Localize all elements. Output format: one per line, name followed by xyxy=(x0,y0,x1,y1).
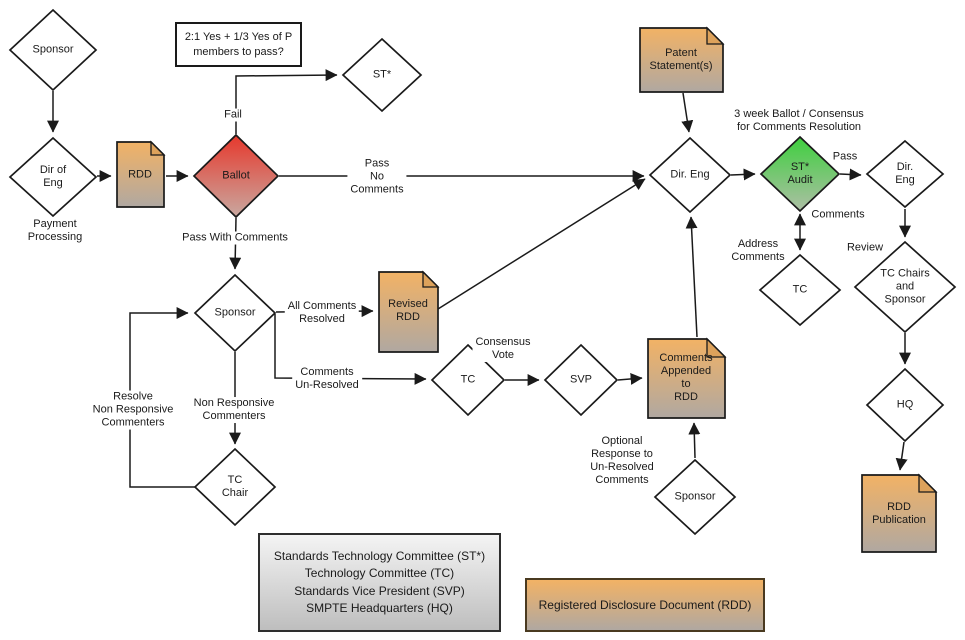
node-st-audit xyxy=(759,135,841,213)
node-dir-eng-right xyxy=(865,139,945,209)
shapes xyxy=(8,8,957,553)
doc-rdd xyxy=(116,141,165,208)
legend-roles-line: Technology Committee (TC) xyxy=(304,566,455,581)
node-st-audit-label: ST* Audit xyxy=(787,161,813,186)
arrow-revised-rdd-to-dir-eng xyxy=(437,178,646,310)
legend-roles: Standards Technology Committee (ST*) Tec… xyxy=(258,533,501,632)
arrow-st-audit-pass-to-dir-eng xyxy=(839,168,862,181)
ballot-rule-note: 2:1 Yes + 1/3 Yes of P members to pass? xyxy=(175,22,302,67)
arrow-sponsor-unresolved-to-tc xyxy=(274,314,427,385)
node-sponsor-top-label: Sponsor xyxy=(32,43,74,56)
node-tc-right-label: TC xyxy=(792,283,808,296)
node-svp-label: SVP xyxy=(569,373,593,386)
arrow-comments-appended-to-dir-eng xyxy=(685,216,698,338)
node-st xyxy=(341,37,423,113)
doc-revised-rdd-label: Revised RDD xyxy=(388,298,428,323)
node-tc-chair xyxy=(193,447,277,527)
label-resolve-non-responsive: Resolve Non Responsive Commenters xyxy=(89,390,177,430)
doc-rdd-publication-label: RDD Publication xyxy=(872,501,926,526)
label-all-comments-resolved: All Comments Resolved xyxy=(284,300,360,326)
node-dir-of-eng-label: Dir of Eng xyxy=(39,164,67,189)
node-sponsor-bottom-label: Sponsor xyxy=(674,490,716,503)
legend-roles-line: SMPTE Headquarters (HQ) xyxy=(306,600,453,615)
doc-rdd-publication xyxy=(861,474,937,553)
node-tc-mid xyxy=(430,343,506,417)
node-sponsor-mid xyxy=(193,273,277,353)
legend-rdd: Registered Disclosure Document (RDD) xyxy=(525,578,765,632)
node-sponsor-bottom xyxy=(653,458,737,536)
node-sponsor-mid-label: Sponsor xyxy=(214,306,256,319)
node-ballot-label: Ballot xyxy=(222,169,250,182)
arrow-sponsor-to-comments-appended xyxy=(688,422,701,459)
label-pass-with-comments: Pass With Comments xyxy=(179,231,291,245)
arrow-patent-to-dir-eng xyxy=(681,92,694,133)
arrow-hq-to-rdd-publication xyxy=(895,441,908,471)
node-tc-mid-label: TC xyxy=(460,373,476,386)
legend-roles-line: Standards Vice President (SVP) xyxy=(294,583,465,598)
doc-patent-statements xyxy=(639,27,724,93)
doc-patent-label: Patent Statement(s) xyxy=(649,47,713,72)
label-optional-response: Optional Response to Un-Resolved Comment… xyxy=(590,435,654,486)
label-pass: Pass xyxy=(829,150,861,164)
node-sponsor-top xyxy=(8,8,98,92)
node-hq xyxy=(865,367,945,443)
arrow-ballot-fail-to-st xyxy=(235,69,338,134)
label-address-comments: Address Comments xyxy=(731,238,785,263)
node-dir-eng-right-label: Dir. Eng xyxy=(895,161,915,186)
doc-comments-appended-label: Comments Appended to RDD xyxy=(659,352,713,403)
label-fail: Fail xyxy=(221,108,245,122)
doc-patent-fold-icon xyxy=(706,26,725,45)
node-hq-label: HQ xyxy=(896,398,914,411)
doc-rdd-publication-fold-icon xyxy=(918,473,938,493)
doc-revised-rdd-fold-icon xyxy=(422,270,440,288)
node-tc-chair-label: TC Chair xyxy=(221,474,249,499)
label-non-responsive: Non Responsive Commenters xyxy=(190,397,278,423)
node-dir-eng-mid xyxy=(648,136,732,214)
label-pass-no-comments: Pass No Comments xyxy=(347,157,407,197)
node-dir-eng-mid-label: Dir. Eng xyxy=(670,168,710,181)
node-tc-right xyxy=(758,253,842,327)
legend-rdd-label: Registered Disclosure Document (RDD) xyxy=(538,598,752,612)
node-st-label: ST* xyxy=(372,68,392,81)
doc-revised-rdd xyxy=(378,271,439,353)
node-tc-chairs-label: TC Chairs and Sponsor xyxy=(880,267,930,306)
node-ballot xyxy=(192,133,280,219)
label-comments-unresolved: Comments Un-Resolved xyxy=(292,366,362,392)
label-three-week-ballot: 3 week Ballot / Consensus for Comments R… xyxy=(734,108,864,133)
doc-comments-appended xyxy=(647,338,726,419)
doc-rdd-fold-icon xyxy=(150,140,166,156)
legend-roles-line: Standards Technology Committee (ST*) xyxy=(273,548,486,563)
doc-comments-appended-fold-icon xyxy=(706,337,727,358)
arrow-svp-to-comments-appended xyxy=(617,372,643,385)
label-consensus-vote: Consensus Vote xyxy=(472,336,534,362)
node-tc-chairs-sponsor xyxy=(853,240,957,334)
label-payment-processing: Payment Processing xyxy=(27,218,83,243)
arrow-dir-eng-to-st-audit xyxy=(730,168,756,181)
label-review: Review xyxy=(843,241,887,255)
doc-rdd-label: RDD xyxy=(128,168,152,181)
node-dir-of-eng xyxy=(8,136,98,218)
label-comments: Comments xyxy=(808,208,868,222)
node-svp xyxy=(543,343,619,417)
